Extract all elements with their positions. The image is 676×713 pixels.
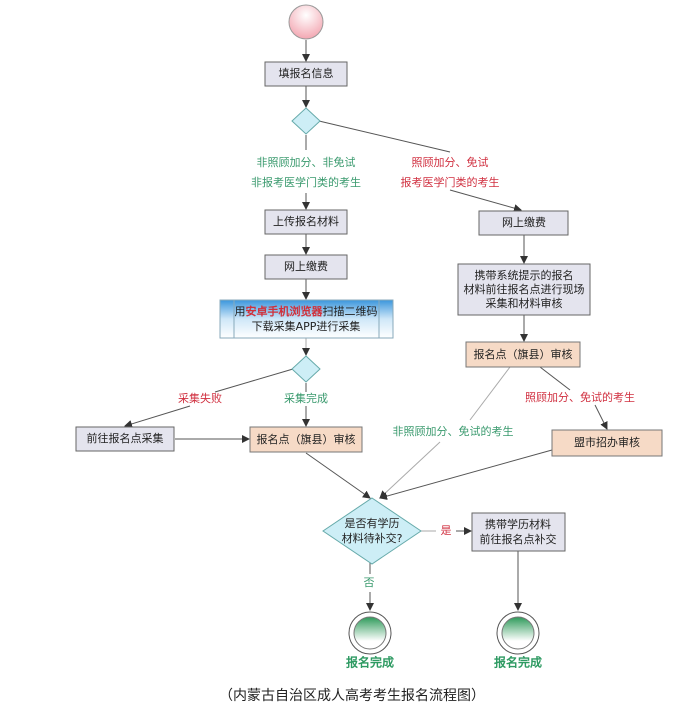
bring-degree-box: 携带学历材料 前往报名点补交 (471, 512, 566, 552)
bring-materials-box: 携带系统提示的报名 材料前往报名点进行现场 采集和材料审核 (457, 263, 591, 316)
bonus-label-2: 报考医学门类的考生 (401, 175, 500, 189)
pay-online-right-box: 网上缴费 (478, 210, 569, 236)
bonus-exempt-label: 照顾加分、免试的考生 (525, 390, 635, 404)
city-review-label: 盟市招办审核 (574, 435, 640, 449)
decision-line-2: 材料待补交? (342, 531, 403, 545)
pay-online-left-box: 网上缴费 (264, 254, 348, 280)
non-bonus-label-2: 非报考医学门类的考生 (251, 175, 361, 189)
no-label: 否 (364, 576, 375, 589)
bring-materials-line-1: 携带系统提示的报名 (475, 268, 574, 282)
upload-materials-box: 上传报名材料 (264, 209, 348, 235)
pay-online-right-label: 网上缴费 (502, 215, 546, 229)
county-review-right-label: 报名点（旗县）审核 (474, 347, 573, 361)
decision-diamond-2 (291, 355, 321, 383)
pay-online-left-label: 网上缴费 (284, 259, 328, 273)
done-right-label: 报名完成 (494, 655, 542, 670)
collect-fail-label: 采集失败 (178, 391, 222, 405)
upload-materials-label: 上传报名材料 (273, 214, 339, 228)
county-review-left-box: 报名点（旗县）审核 (249, 426, 363, 453)
decision-line-1: 是否有学历 (345, 516, 400, 530)
collect-done-label: 采集完成 (284, 391, 328, 405)
done-left-label: 报名完成 (346, 655, 394, 670)
start-node (288, 4, 324, 40)
scan-line-1: 用安卓手机浏览器扫描二维码 (235, 304, 378, 318)
go-collect-label: 前往报名点采集 (87, 431, 164, 445)
decision-diamond-1 (291, 107, 321, 135)
bring-degree-line-1: 携带学历材料 (485, 517, 551, 531)
go-collect-box: 前往报名点采集 (75, 426, 175, 452)
caption: （内蒙古自治区成人高考考生报名流程图） (219, 687, 485, 704)
end-node-left (348, 611, 392, 655)
bring-materials-line-3: 采集和材料审核 (486, 296, 563, 310)
bring-degree-line-2: 前往报名点补交 (480, 532, 557, 546)
scan-qr-box: 用安卓手机浏览器扫描二维码 下载采集APP进行采集 (219, 299, 394, 339)
bonus-label-1: 照顾加分、免试 (412, 155, 489, 169)
decision-diamond-3: 是否有学历 材料待补交? (322, 497, 422, 565)
non-bonus-exempt-label: 非照顾加分、免试的考生 (393, 424, 514, 438)
fill-info-box: 填报名信息 (264, 61, 348, 87)
connectors (124, 40, 608, 611)
end-node-right (496, 611, 540, 655)
fill-info-label: 填报名信息 (279, 66, 334, 80)
scan-line-2: 下载采集APP进行采集 (252, 319, 361, 333)
county-review-left-label: 报名点（旗县）审核 (257, 432, 356, 446)
city-review-box: 盟市招办审核 (551, 429, 663, 457)
yes-label: 是 (441, 524, 452, 537)
non-bonus-label-1: 非照顾加分、非免试 (257, 155, 356, 169)
bring-materials-line-2: 材料前往报名点进行现场 (464, 282, 585, 296)
county-review-right-box: 报名点（旗县）审核 (465, 341, 581, 368)
